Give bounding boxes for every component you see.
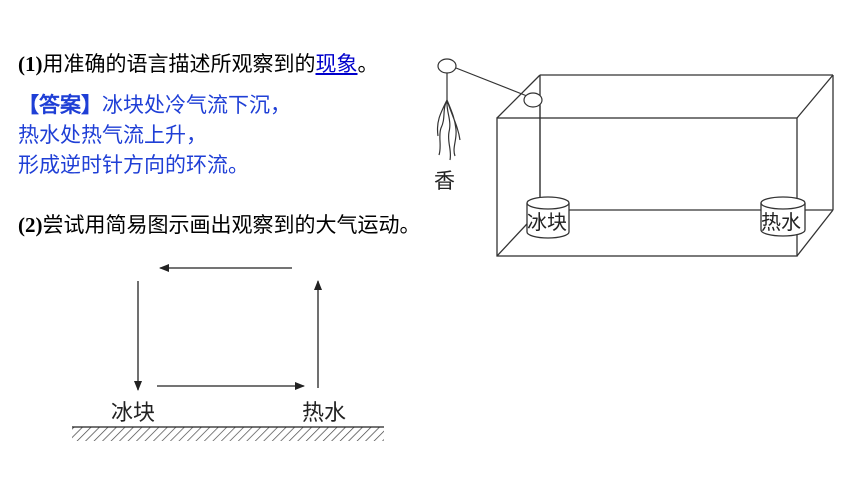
question-1: (1)用准确的语言描述所观察到的现象。 — [18, 50, 379, 78]
answer-line-3: 形成逆时针方向的环流。 — [18, 153, 249, 177]
answer-line-2: 热水处热气流上升， — [18, 123, 207, 147]
answer-line-1: 冰块处冷气流下沉， — [102, 93, 291, 117]
answer-tag: 【答案】 — [18, 93, 102, 117]
question-2: (2)尝试用简易图示画出观察到的大气运动。 — [18, 210, 438, 240]
ice-container — [526, 196, 570, 239]
diagram-ice-label: 冰块 — [111, 401, 155, 426]
incense-assembly — [436, 58, 543, 205]
answer-block: 【答案】冰块处冷气流下沉， 热水处热气流上升， 形成逆时针方向的环流。 — [18, 90, 291, 180]
question-2-number: (2) — [18, 213, 43, 237]
incense-icon — [436, 99, 461, 161]
question-2-text: 尝试用简易图示画出观察到的大气运动。 — [42, 213, 421, 237]
question-1-end: 。 — [357, 52, 379, 76]
ground-hatch — [72, 427, 384, 441]
top-ring — [437, 58, 457, 74]
phenomenon-link[interactable]: 现象 — [315, 52, 358, 76]
apparatus-ice-label: 冰块 — [527, 210, 567, 234]
question-1-number: (1) — [18, 52, 43, 76]
question-1-text: 用准确的语言描述所观察到的 — [42, 52, 316, 76]
apparatus-hot-water-label: 热水 — [761, 210, 801, 234]
hot-water-container — [760, 196, 806, 237]
incense-label: 香 — [434, 169, 455, 193]
hook-ring — [523, 92, 543, 108]
diagram-hot-water-label: 热水 — [302, 401, 346, 426]
circulation-diagram — [134, 264, 322, 391]
